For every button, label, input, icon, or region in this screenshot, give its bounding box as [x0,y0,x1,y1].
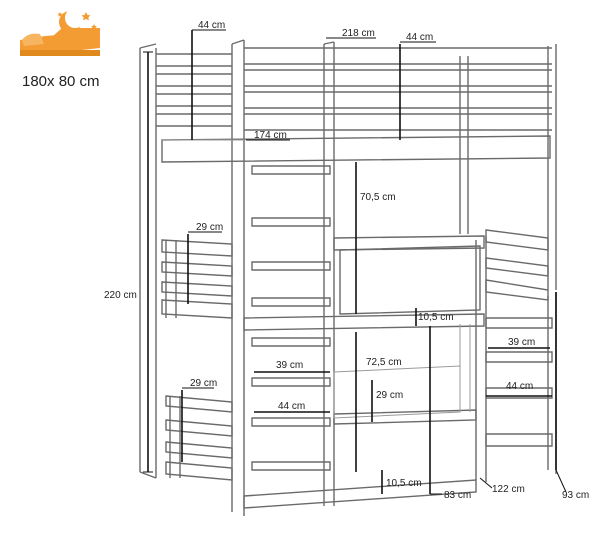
dimension-labels: 44 cm 218 cm 44 cm 174 cm 70,5 cm 29 cm … [104,20,589,501]
dim-top-rail-left: 44 cm [198,20,225,31]
dim-total-length: 218 cm [342,28,375,39]
size-label: 180x 80 cm [22,73,100,90]
dim-bottom-rail-left: 29 cm [190,378,217,389]
dim-ladder-step-upper: 39 cm [276,360,303,371]
dim-ladder-width-right: 44 cm [506,381,533,392]
dim-gap-lower: 10,5 cm [386,478,422,489]
dim-top-rail-right: 44 cm [406,32,433,43]
dim-bottom-depth: 83 cm [444,490,471,501]
bed-night-icon [20,8,100,56]
dim-ladder-step-right: 39 cm [508,337,535,348]
dim-top-clearance: 70,5 cm [360,192,396,203]
dim-gap-upper: 10,5 cm [418,312,454,323]
dim-total-height: 220 cm [104,290,137,301]
dim-bottom-length: 122 cm [492,484,525,495]
dim-middle-length: 174 cm [254,130,287,141]
dim-bottom-rail-inner: 29 cm [376,390,403,401]
bed-frame [139,39,557,516]
dimension-lines [143,29,567,495]
dim-middle-clearance: 72,5 cm [366,357,402,368]
dim-middle-rail: 29 cm [196,222,223,233]
dim-right-depth: 93 cm [562,490,589,501]
dim-ladder-width-left: 44 cm [278,401,305,412]
